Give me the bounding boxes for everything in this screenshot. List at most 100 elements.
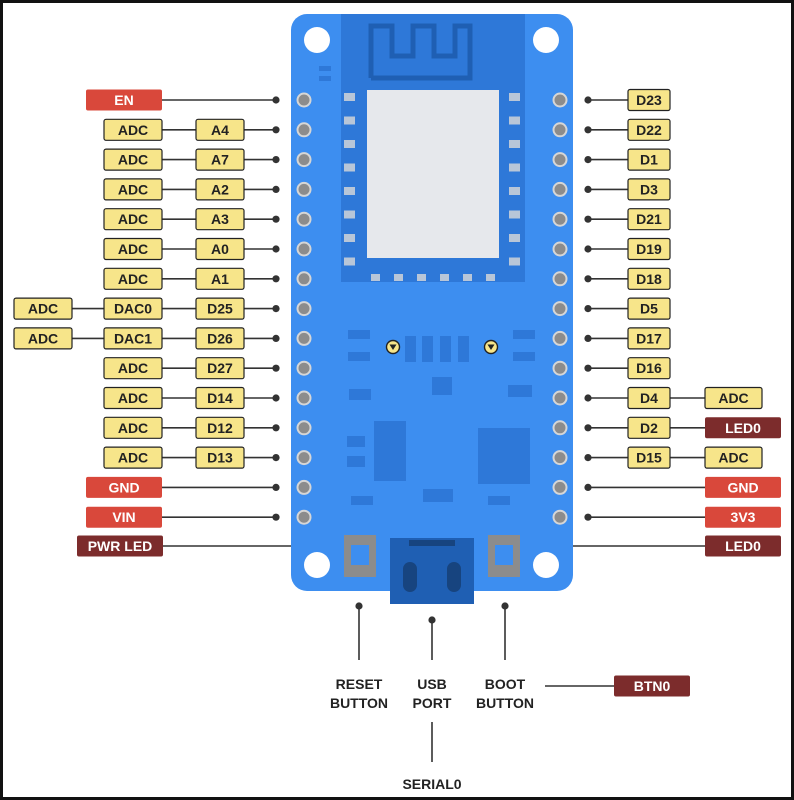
label-a3-adc: ADC	[103, 208, 163, 231]
label-d17-d17-text: D17	[636, 330, 662, 346]
pin-a2	[296, 181, 312, 197]
label-d26-d26-text: D26	[207, 330, 233, 346]
label-a4-a4-text: A4	[211, 122, 229, 138]
pin-a7	[296, 152, 312, 168]
power-led	[385, 339, 401, 355]
pointer-dot-boot	[501, 602, 509, 610]
label-a2-adc-text: ADC	[118, 181, 148, 197]
label-a1-a1: A1	[195, 267, 245, 290]
label-d5-d5: D5	[627, 297, 671, 320]
connector-dot-d12	[272, 424, 280, 432]
connector-dot-vin	[272, 513, 280, 521]
serial0-label: SERIAL0	[402, 776, 461, 792]
label-d12-d12: D12	[195, 416, 245, 439]
pin-d1	[552, 152, 568, 168]
label-vin-vin: VIN	[86, 506, 162, 528]
label-d19-d19-text: D19	[636, 241, 662, 257]
connector-dot-a3	[272, 215, 280, 223]
pin-d19	[552, 241, 568, 257]
small-marker	[319, 76, 331, 81]
label-a4-adc-text: ADC	[118, 122, 148, 138]
label-gnd-r-gnd: GND	[705, 476, 781, 498]
pin-a1	[296, 271, 312, 287]
label-d25-dac0: DAC0	[103, 297, 163, 320]
pin-d23	[552, 92, 568, 108]
label-pwr-led-text: PWR LED	[88, 538, 153, 554]
connector-dot-d23	[584, 96, 592, 104]
pin-a0	[296, 241, 312, 257]
esp32-board	[291, 14, 573, 604]
module-pad	[509, 257, 520, 266]
label-a3-a3-text: A3	[211, 211, 229, 227]
label-d14-d14: D14	[195, 386, 245, 410]
label-a3-adc-text: ADC	[118, 211, 148, 227]
module-pad	[440, 274, 449, 281]
label-d19-d19: D19	[627, 237, 671, 261]
label-d22-d22-text: D22	[636, 122, 662, 138]
label-d17-d17: D17	[627, 327, 671, 350]
connector-dot-d16	[584, 364, 592, 372]
module-pad	[509, 163, 520, 172]
label-d21-d21-text: D21	[636, 211, 662, 227]
connector-dot-d3	[584, 185, 592, 193]
label-gnd-gnd: GND	[86, 476, 162, 498]
label-d25-d25: D25	[195, 297, 245, 320]
reset-button[interactable]	[344, 535, 376, 577]
label-d14-adc: ADC	[103, 386, 163, 410]
label-d1-d1: D1	[627, 148, 671, 171]
label-vin-vin-text: VIN	[112, 509, 135, 525]
module-pad	[344, 257, 355, 266]
connector-dot-d18	[584, 275, 592, 283]
label-pwr-led: PWR LED	[77, 535, 163, 557]
label-d4-d4-text: D4	[640, 390, 658, 406]
usb-label-2: PORT	[413, 695, 452, 711]
connector-dot-d14	[272, 394, 280, 402]
connector-dot-d13	[272, 454, 280, 462]
label-btn0-text: BTN0	[634, 678, 671, 694]
mount-hole-top-right	[533, 27, 559, 53]
label-d27-d27: D27	[195, 357, 245, 380]
boot-button[interactable]	[488, 535, 520, 577]
module-pads	[344, 93, 520, 281]
module-chip	[367, 90, 499, 258]
label-d2-d2-text: D2	[640, 420, 658, 436]
label-d14-d14-text: D14	[207, 390, 233, 406]
label-d15-d15: D15	[627, 446, 671, 469]
module-pad	[394, 274, 403, 281]
label-d1-d1-text: D1	[640, 152, 658, 168]
label-d16-d16-text: D16	[636, 360, 662, 376]
label-d15-adc-text: ADC	[718, 450, 748, 466]
connector-dot-d2	[584, 424, 592, 432]
label-gnd-r-gnd-text: GND	[727, 479, 758, 495]
label-d22-d22: D22	[627, 118, 671, 141]
connector-dot-d5	[584, 305, 592, 313]
label-en-en: EN	[86, 89, 162, 111]
label-a7-a7: A7	[195, 148, 245, 171]
module-pad	[509, 187, 520, 195]
module-pad	[417, 274, 426, 281]
label-3v3-3v3: 3V3	[705, 506, 781, 528]
label-d4-adc-text: ADC	[718, 390, 748, 406]
bottom-annotations: RESET BUTTON USB PORT BOOT BUTTON SERIAL…	[330, 676, 534, 792]
mount-hole-top-left	[304, 27, 330, 53]
connector-dot-en	[272, 96, 280, 104]
connector-dot-d22	[584, 126, 592, 134]
connector-dot-d19	[584, 245, 592, 253]
label-a0-adc-text: ADC	[118, 241, 148, 257]
label-d4-adc: ADC	[704, 386, 763, 410]
usb-port[interactable]	[390, 538, 474, 604]
label-d26-adc-text: ADC	[28, 330, 58, 346]
label-d3-d3: D3	[627, 178, 671, 201]
connector-dot-a0	[272, 245, 280, 253]
header-pins	[296, 92, 568, 525]
module-pad	[344, 234, 355, 242]
label-d27-adc: ADC	[103, 357, 163, 380]
label-d14-adc-text: ADC	[118, 390, 148, 406]
module-pad	[344, 116, 355, 125]
label-d12-d12-text: D12	[207, 420, 233, 436]
label-d25-adc: ADC	[13, 297, 73, 320]
label-a1-adc-text: ADC	[118, 271, 148, 287]
label-d2-d2: D2	[627, 416, 671, 439]
pin-d12	[296, 420, 312, 436]
